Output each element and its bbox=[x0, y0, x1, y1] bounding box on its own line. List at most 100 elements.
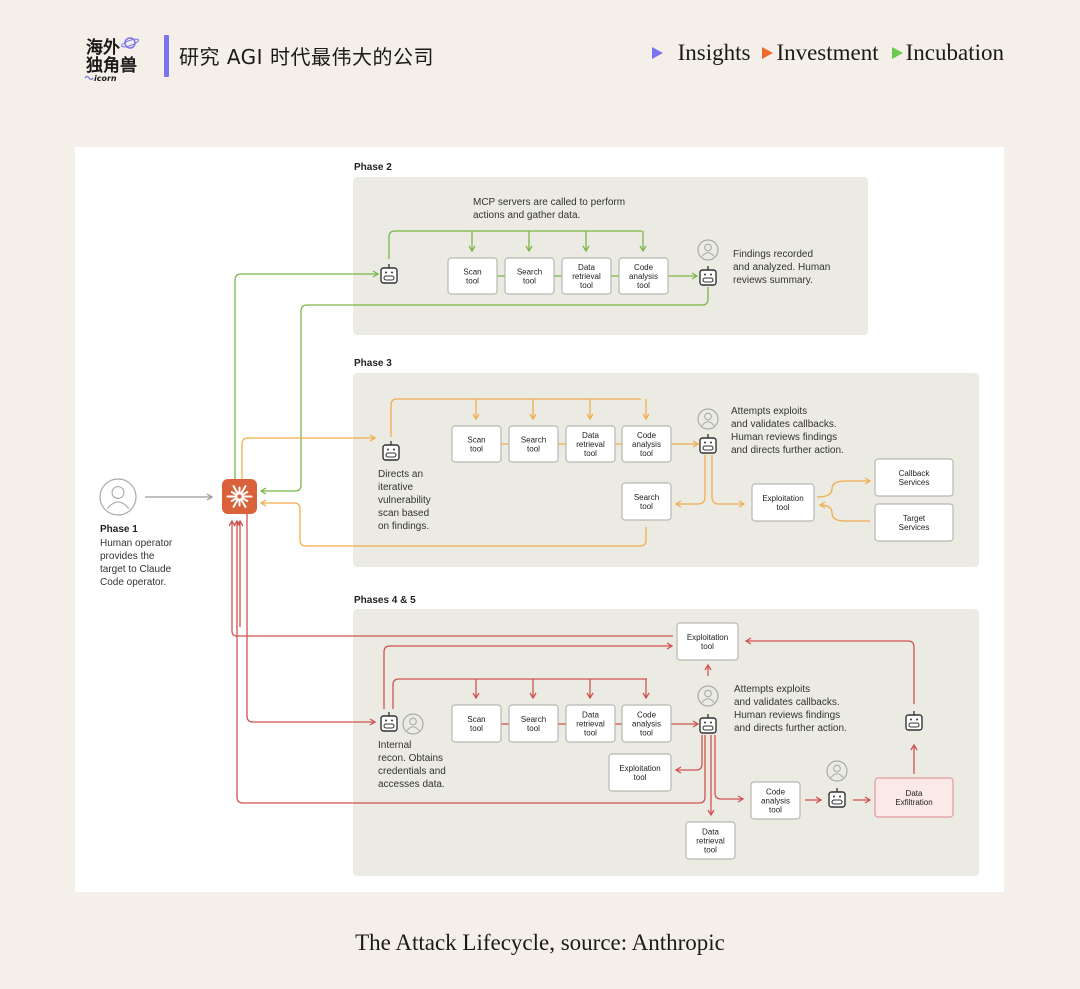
claude-code-icon bbox=[222, 479, 257, 514]
phase3-tool-2-label: retrieval bbox=[576, 440, 605, 449]
phase3-tool-0-label: tool bbox=[470, 445, 483, 454]
phase45-result-line: Attempts exploits bbox=[734, 684, 810, 695]
phase2-tool-3-label: tool bbox=[637, 281, 650, 290]
phase45-exploitation-top-box bbox=[676, 622, 739, 661]
phase3-agent-robot-icon bbox=[382, 441, 400, 461]
header-divider bbox=[164, 35, 169, 77]
nav-insights[interactable]: Insights bbox=[651, 40, 750, 66]
phase3-tool-3-label: tool bbox=[640, 449, 653, 458]
phase2-reviewer-robot-icon bbox=[699, 266, 717, 286]
phase2-title: Phase 2 bbox=[354, 162, 392, 173]
nav-label: Incubation bbox=[905, 40, 1004, 65]
phase45-exfil-robot-icon bbox=[828, 788, 846, 808]
phase45-human-reviewer-icon bbox=[697, 685, 719, 707]
phase2-return-line bbox=[259, 287, 709, 495]
phase45-tool-2-box bbox=[565, 704, 616, 743]
phase45-code-analysis-label: tool bbox=[769, 806, 782, 815]
phase45-tool-1-label: Search bbox=[521, 715, 546, 724]
phase2-panel bbox=[353, 177, 868, 335]
slogan: 研究 AGI 时代最伟大的公司 bbox=[179, 45, 434, 69]
phase3-tool-1-label: tool bbox=[527, 445, 540, 454]
phase3-callback-services-box bbox=[874, 458, 954, 497]
phase45-tool-0-label: Scan bbox=[467, 715, 485, 724]
phase3-result-line: and validates callbacks. bbox=[731, 419, 837, 430]
phase1-description-line: Human operator bbox=[100, 538, 173, 549]
phase2-result-line: and analyzed. Human bbox=[733, 262, 830, 273]
phase2-tool-1-box bbox=[504, 257, 555, 295]
top-nav: Insights Investment Incubation bbox=[651, 40, 1004, 66]
figure-caption: The Attack Lifecycle, source: Anthropic bbox=[355, 930, 725, 955]
logo-sub: icorn bbox=[94, 74, 117, 83]
diagram-canvas: Phase 2 Phase 3 Phases 4 & 5 ScantoolSea… bbox=[99, 162, 979, 876]
phase3-result-line: Attempts exploits bbox=[731, 406, 807, 417]
phase3-agent-desc-line: on findings. bbox=[378, 521, 429, 532]
phase45-code-analysis-label: analysis bbox=[761, 797, 790, 806]
phase3-panel bbox=[353, 373, 979, 567]
nav-label: Investment bbox=[776, 40, 879, 65]
phase3-result-line: and directs further action. bbox=[731, 445, 844, 456]
phase45-tool-0-box bbox=[451, 704, 502, 743]
nav-investment[interactable]: Investment bbox=[762, 40, 879, 66]
triangle-right-icon bbox=[762, 47, 774, 59]
phase45-agent-desc-line: recon. Obtains bbox=[378, 753, 443, 764]
phase3-agent-desc-line: Directs an bbox=[378, 469, 423, 480]
phase2-tool-0-label: tool bbox=[466, 277, 479, 286]
phase2-tool-1-label: tool bbox=[523, 277, 536, 286]
phase45-title: Phases 4 & 5 bbox=[354, 595, 416, 606]
phase45-exfil-reviewer-icon bbox=[826, 760, 848, 782]
phase2-tool-3-box bbox=[618, 257, 669, 295]
logo-text-bottom: 独角兽 bbox=[86, 55, 137, 76]
phase45-loop-back bbox=[744, 637, 915, 704]
phase45-human-icon bbox=[402, 713, 424, 735]
phase3-tool-bus bbox=[390, 398, 641, 437]
phase2-tool-2-label: tool bbox=[580, 281, 593, 290]
phase3-callback-services-label: Services bbox=[899, 478, 930, 487]
phase3-target-services-box bbox=[874, 503, 954, 542]
phase3-agent-desc-line: vulnerability bbox=[378, 495, 431, 506]
phase3-agent-desc-line: scan based bbox=[378, 508, 429, 519]
phase45-to-exploit-top bbox=[383, 642, 674, 709]
phase3-target-services-label: Target bbox=[903, 514, 926, 523]
phase3-to-search bbox=[674, 455, 706, 508]
logo-text-top: 海外 bbox=[86, 37, 120, 58]
phase3-exploitation-tool-box bbox=[751, 483, 815, 522]
phase2-tool-2-label: retrieval bbox=[572, 272, 601, 281]
nav-incubation[interactable]: Incubation bbox=[891, 40, 1004, 66]
phase1-description-line: Code operator. bbox=[100, 577, 166, 588]
phase45-agent-desc-line: Internal bbox=[378, 740, 411, 751]
phase3-agent-desc-line: iterative bbox=[378, 482, 413, 493]
phase2-note-line: MCP servers are called to perform bbox=[473, 197, 625, 208]
phase3-target-services-label: Services bbox=[899, 523, 930, 532]
phase45-code-analysis-label: Code bbox=[766, 788, 786, 797]
phase45-exploitation-left-box bbox=[608, 753, 672, 792]
phase2-tool-1-label: Search bbox=[517, 268, 542, 277]
phase3-result-line: Human reviews findings bbox=[731, 432, 837, 443]
phase2-tool-2-label: Data bbox=[578, 263, 595, 272]
phase3-search-tool-label: Search bbox=[634, 493, 659, 502]
phase3-search-tool-label: tool bbox=[640, 502, 653, 511]
phase2-note-line: actions and gather data. bbox=[473, 210, 580, 221]
phase45-data-retrieval-box bbox=[685, 821, 736, 860]
phase2-dispatch-line bbox=[234, 270, 380, 479]
phase45-agent-desc-line: credentials and bbox=[378, 766, 446, 777]
phase3-agent-desc: Directs an iterative vulnerability scan bas… bbox=[378, 469, 431, 532]
phase3-dispatch-line bbox=[241, 434, 377, 479]
phase45-result-line: Human reviews findings bbox=[734, 710, 840, 721]
phase45-reviewer-robot-icon bbox=[699, 714, 717, 734]
phase45-tool-0-label: tool bbox=[470, 724, 483, 733]
phase45-tool-1-label: tool bbox=[527, 724, 540, 733]
phase45-tool-2-label: retrieval bbox=[576, 720, 605, 729]
phase3-tool-0-box bbox=[451, 425, 502, 463]
triangle-right-icon bbox=[891, 47, 903, 59]
